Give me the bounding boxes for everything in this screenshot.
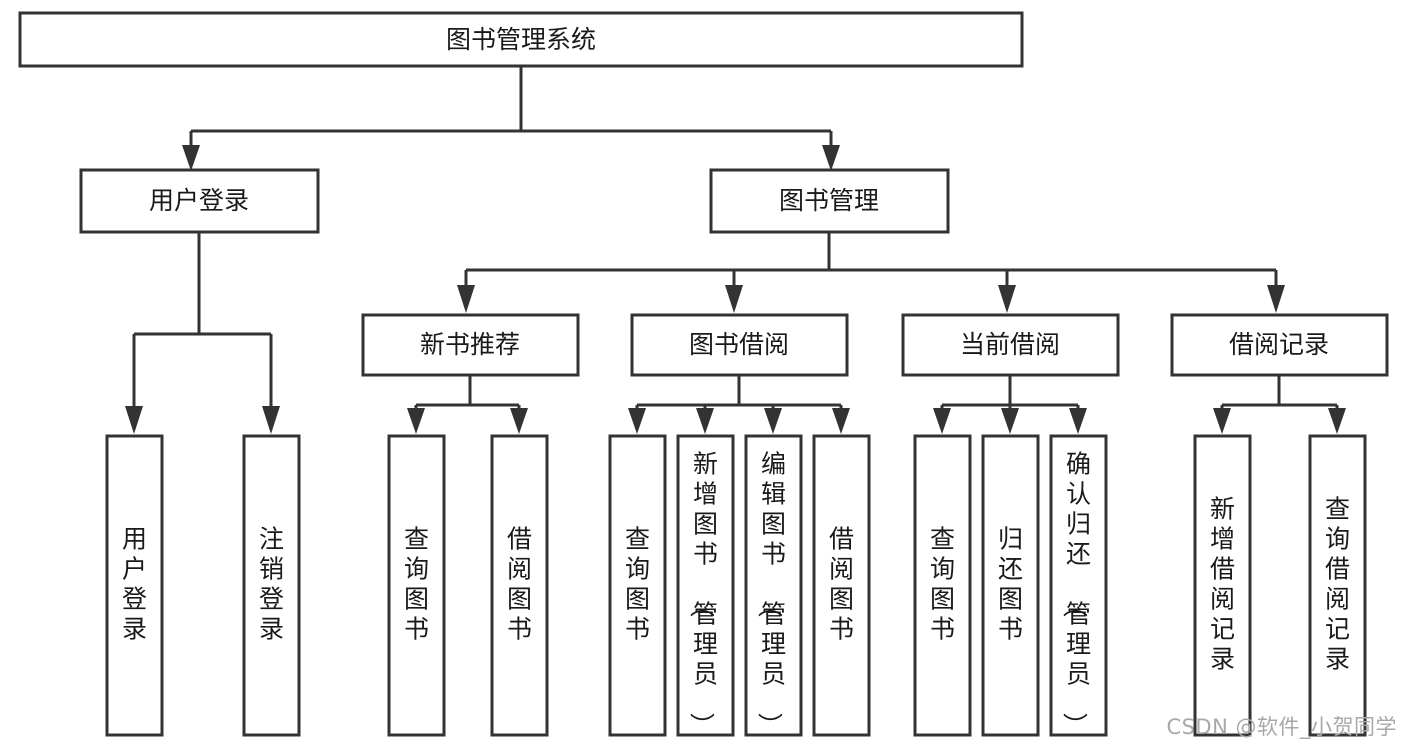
edge-book-borrow-bus — [635, 375, 843, 412]
leaf-node[interactable]: 新增借阅记录 — [1193, 434, 1252, 737]
node-root-label: 图书管理系统 — [446, 25, 596, 54]
leaf-node-label: 借阅图书 — [507, 525, 532, 644]
leaf-node-box — [242, 434, 301, 737]
arrow-cb-leaf-2 — [1001, 408, 1019, 434]
node-book-borrow-box — [630, 313, 849, 377]
arrow-to-new-book-recommend — [457, 285, 475, 313]
leaf-node-box — [676, 434, 735, 737]
leaf-node-label: 注销登录 — [259, 525, 284, 644]
leaf-node-box — [1049, 434, 1108, 737]
leaf-node-box — [490, 434, 549, 737]
arrow-to-user-login — [182, 145, 200, 171]
leaf-node[interactable]: 归还图书 — [981, 434, 1040, 737]
leaf-node-label: 编辑图书（管理员） — [755, 450, 786, 738]
node-current-borrow-box — [901, 313, 1120, 377]
node-root-box — [18, 11, 1024, 68]
node-user-login-box — [79, 168, 320, 234]
leaf-node[interactable]: 查询图书 — [608, 434, 667, 737]
leaf-node-label: 查询图书 — [930, 525, 955, 644]
leaf-node[interactable]: 查询图书 — [387, 434, 446, 737]
leaf-node-label: 查询图书 — [625, 525, 650, 644]
leaf-node-box — [913, 434, 972, 737]
node-book-manage-box — [709, 168, 950, 234]
leaf-node-label: 确认归还（管理员） — [1060, 450, 1091, 738]
node-user-login-label: 用户登录 — [149, 186, 249, 215]
node-book-borrow[interactable]: 图书借阅 — [630, 313, 849, 377]
node-current-borrow-label: 当前借阅 — [960, 330, 1060, 359]
watermark: CSDN @软件_小贺同学 — [1166, 715, 1397, 739]
leaf-node-box — [1308, 434, 1367, 737]
leaf-node[interactable]: 借阅图书 — [812, 434, 871, 737]
edge-new-book-recommend-bus — [414, 375, 521, 412]
arrow-cb-leaf-1 — [933, 408, 951, 434]
node-borrow-record-label: 借阅记录 — [1229, 330, 1329, 359]
arrow-to-borrow-record — [1267, 285, 1285, 313]
leaf-node[interactable]: 确认归还（管理员） — [1049, 434, 1108, 738]
node-borrow-record-box — [1170, 313, 1389, 377]
arrow-bb-leaf-2 — [696, 408, 714, 434]
arrow-cb-leaf-3 — [1069, 408, 1087, 434]
arrow-nbr-leaf-2 — [510, 408, 528, 434]
edge-borrow-record-bus — [1220, 375, 1339, 412]
leaf-node-label: 新增图书（管理员） — [687, 450, 718, 738]
edge-root-bus — [189, 66, 833, 156]
leaf-node[interactable]: 查询图书 — [913, 434, 972, 737]
leaf-node[interactable]: 用户登录 — [105, 434, 164, 737]
arrow-bb-leaf-4 — [832, 408, 850, 434]
arrow-to-book-borrow — [725, 285, 743, 313]
node-borrow-record[interactable]: 借阅记录 — [1170, 313, 1389, 377]
leaf-node-label: 归还图书 — [998, 525, 1023, 644]
arrow-to-book-manage — [822, 145, 840, 171]
arrow-bb-leaf-1 — [628, 408, 646, 434]
leaf-node-label: 查询借阅记录 — [1325, 495, 1350, 674]
edge-current-borrow-bus — [940, 375, 1080, 412]
edge-user-login-bus — [132, 232, 273, 408]
arrow-bb-leaf-3 — [764, 408, 782, 434]
leaf-node-box — [744, 434, 803, 737]
leaf-node[interactable]: 注销登录 — [242, 434, 301, 737]
edge-book-manage-bus — [464, 232, 1278, 288]
node-current-borrow[interactable]: 当前借阅 — [901, 313, 1120, 377]
leaf-node-label: 用户登录 — [122, 525, 147, 644]
node-book-manage[interactable]: 图书管理 — [709, 168, 950, 234]
leaf-node-label: 查询图书 — [404, 525, 429, 644]
leaf-node-box — [812, 434, 871, 737]
arrow-br-leaf-2 — [1328, 408, 1346, 434]
leaf-node-box — [608, 434, 667, 737]
leaf-node-box — [1193, 434, 1252, 737]
leaf-node-box — [105, 434, 164, 737]
leaf-node-box — [387, 434, 446, 737]
arrow-to-current-borrow — [998, 285, 1016, 313]
arrow-br-leaf-1 — [1213, 408, 1231, 434]
leaf-node-layer: 用户登录 注销登录 查询图书 借阅图书 查询图书 新增图书（管理员） 编辑图书（… — [105, 434, 1367, 738]
node-book-manage-label: 图书管理 — [779, 186, 879, 215]
leaf-node[interactable]: 新增图书（管理员） — [676, 434, 735, 738]
leaf-node-label: 新增借阅记录 — [1210, 495, 1235, 674]
node-new-book-recommend-box — [361, 313, 580, 377]
node-new-book-recommend[interactable]: 新书推荐 — [361, 313, 580, 377]
leaf-node[interactable]: 借阅图书 — [490, 434, 549, 737]
leaf-node-box — [981, 434, 1040, 737]
arrow-nbr-leaf-1 — [407, 408, 425, 434]
connector-layer — [125, 66, 1346, 434]
arrow-to-leaf-logout — [262, 406, 280, 434]
node-user-login[interactable]: 用户登录 — [79, 168, 320, 234]
leaf-node[interactable]: 查询借阅记录 — [1308, 434, 1367, 737]
leaf-node-label: 借阅图书 — [829, 525, 854, 644]
node-new-book-recommend-label: 新书推荐 — [420, 330, 520, 359]
leaf-node[interactable]: 编辑图书（管理员） — [744, 434, 803, 738]
arrow-to-leaf-user-login — [125, 406, 143, 434]
node-root[interactable]: 图书管理系统 — [18, 11, 1024, 68]
node-book-borrow-label: 图书借阅 — [689, 330, 789, 359]
